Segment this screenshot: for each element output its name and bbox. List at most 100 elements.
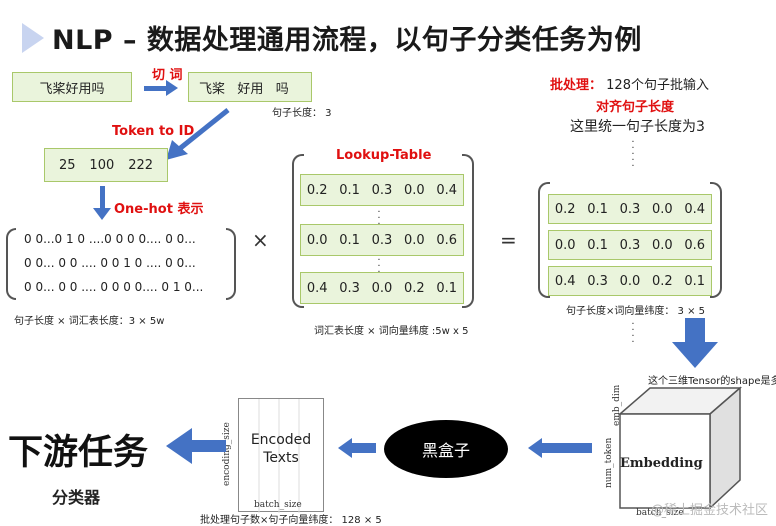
onehot-arrow-down-icon <box>93 208 111 220</box>
tokens-box: 飞桨 好用 吗 <box>188 72 312 102</box>
lookup-cell: 0.3 <box>339 280 360 296</box>
lookup-cell: 0.2 <box>306 182 328 198</box>
result-cell: 0.0 <box>652 201 673 217</box>
blackbox-arrow-left-icon <box>338 438 352 458</box>
ids-box: 25 100 222 <box>44 148 168 182</box>
encoded-texts-label: Encoded Texts <box>239 431 323 467</box>
lookup-cell: 0.2 <box>404 280 425 296</box>
id-value: 25 <box>58 157 76 173</box>
onehot-row: 0 0... 0 0 .... 0 0 0 0.... 0 1 0... <box>24 280 204 294</box>
onehot-bracket-left <box>6 228 16 300</box>
black-box-label: 黑盒子 <box>421 441 470 460</box>
result-row: 0.4 0.3 0.0 0.2 0.1 <box>548 266 712 296</box>
lookup-cell: 0.4 <box>436 182 458 198</box>
black-box: 黑盒子 <box>384 420 508 478</box>
lookup-bracket-right <box>462 154 474 308</box>
result-bracket-right <box>710 182 722 298</box>
lookup-cell: 0.0 <box>306 232 328 248</box>
downstream-subtitle: 分类器 <box>52 488 101 507</box>
result-bracket-left <box>538 182 550 298</box>
encoding-size-label: encoding_size <box>222 422 232 486</box>
input-sentence: 飞桨好用吗 <box>39 81 105 97</box>
equals-operator: = <box>500 228 517 252</box>
result-cell: 0.2 <box>652 273 673 289</box>
lookup-cell: 0.0 <box>404 182 425 198</box>
result-cell: 0.0 <box>554 237 576 253</box>
result-row: 0.2 0.1 0.3 0.0 0.4 <box>548 194 712 224</box>
lookup-cell: 0.1 <box>339 182 360 198</box>
result-cell: 0.3 <box>619 237 641 253</box>
result-cell: 0.1 <box>587 201 608 217</box>
downstream-title: 下游任务 <box>8 433 149 473</box>
sentence-length-note: 句子长度： 3 <box>272 108 332 119</box>
result-ellipsis: ···· <box>631 319 635 348</box>
cut-arrow-shaft <box>144 86 166 91</box>
lookup-cell: 0.0 <box>404 232 425 248</box>
lookup-table-label: Lookup-Table <box>332 148 436 163</box>
page-title: NLP – 数据处理通用流程，以句子分类任务为例 <box>52 25 642 56</box>
lookup-cell: 0.3 <box>371 182 393 198</box>
cut-words-label: 切 词 <box>152 68 183 83</box>
lookup-row: 0.2 0.1 0.3 0.0 0.4 <box>300 174 464 206</box>
result-cell: 0.3 <box>619 201 641 217</box>
times-operator: × <box>252 228 269 252</box>
result-cell: 0.0 <box>652 237 673 253</box>
encoded-batch-size-label: batch_size <box>254 500 302 510</box>
lookup-cell: 0.0 <box>371 280 393 296</box>
tensor-arrow-down-icon <box>672 318 718 368</box>
lookup-row: 0.0 0.1 0.3 0.0 0.6 <box>300 224 464 256</box>
encoded-arrow-left-icon <box>166 428 192 464</box>
encoded-texts-box: Encoded Texts <box>238 398 324 513</box>
batch-ellipsis: ····· <box>631 137 635 172</box>
input-sentence-box: 飞桨好用吗 <box>12 72 132 102</box>
cube-batch-size-label: batch_size <box>636 508 684 518</box>
result-cell: 0.1 <box>684 273 706 289</box>
blackbox-arrow-shaft <box>352 443 376 453</box>
batch-label: 批处理： <box>550 78 603 93</box>
watermark: @稀土掘金技术社区 <box>650 503 768 518</box>
encoded-dims-note: 批处理句子数×句子向量纬度： 128 × 5 <box>200 515 382 526</box>
encoded-line: Encoded <box>250 432 312 448</box>
token-to-id-arrow-icon <box>166 108 230 160</box>
onehot-label: One-hot 表示 <box>114 202 204 217</box>
token-to-id-label: Token to ID <box>112 124 195 139</box>
tokens-text: 飞桨 好用 吗 <box>199 81 289 97</box>
lookup-cell: 0.4 <box>306 280 328 296</box>
lookup-dims-note: 词汇表长度 × 词向量纬度 :5w x 5 <box>314 326 469 337</box>
lookup-row: 0.4 0.3 0.0 0.2 0.1 <box>300 272 464 304</box>
encoded-arrow-shaft <box>188 440 226 452</box>
id-value: 222 <box>128 157 154 173</box>
onehot-arrow-shaft <box>100 186 105 210</box>
embedding-label: Embedding <box>620 456 703 471</box>
onehot-row: 0 0... 0 0 .... 0 0 1 0 .... 0 0... <box>24 256 196 270</box>
encoded-line: Texts <box>263 450 299 466</box>
encoded-grid <box>258 399 300 513</box>
title-chevron-icon <box>22 23 44 53</box>
result-cell: 0.4 <box>554 273 576 289</box>
lookup-cell: 0.3 <box>371 232 393 248</box>
result-row: 0.0 0.1 0.3 0.0 0.6 <box>548 230 712 260</box>
lookup-cell: 0.1 <box>436 280 458 296</box>
id-value: 100 <box>89 157 115 173</box>
result-cell: 0.0 <box>619 273 641 289</box>
onehot-dims-note: 句子长度 × 词汇表长度：3 × 5w <box>14 316 165 327</box>
emb-dim-label: emb_dim <box>612 384 622 426</box>
lookup-cell: 0.6 <box>436 232 458 248</box>
result-cell: 0.6 <box>684 237 706 253</box>
onehot-bracket-right <box>226 228 236 300</box>
cut-arrow-right-icon <box>166 80 178 96</box>
onehot-row: 0 0...0 1 0 ....0 0 0 0.... 0 0... <box>24 232 196 246</box>
batch-text: 128个句子批输入 <box>606 78 709 93</box>
batch-note: 批处理： 128个句子批输入 <box>550 74 709 93</box>
result-cell: 0.2 <box>554 201 576 217</box>
lookup-bracket-left <box>292 154 304 308</box>
result-cell: 0.4 <box>684 201 706 217</box>
result-dims-note: 句子长度×词向量纬度： 3 × 5 <box>566 306 706 317</box>
tensor-shape-note: 这个三维Tensor的shape是多 <box>648 376 776 387</box>
cube-arrow-shaft <box>542 443 592 453</box>
cube-arrow-left-icon <box>528 438 542 458</box>
embedding-cube-icon <box>617 386 743 510</box>
lookup-cell: 0.1 <box>339 232 360 248</box>
result-cell: 0.1 <box>587 237 608 253</box>
num-token-label: num_token <box>604 437 614 488</box>
